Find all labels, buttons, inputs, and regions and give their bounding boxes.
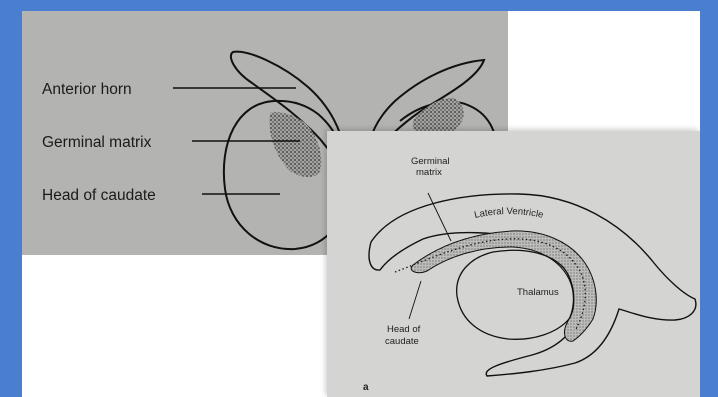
- panel-tag: a: [363, 382, 369, 393]
- head-caudate-leader: [409, 281, 421, 319]
- germinal-matrix-band: [411, 231, 596, 341]
- label-germinal-matrix: Germinal matrix: [42, 134, 152, 151]
- lateral-view-drawing: Germinal matrix Lateral Ventricle Thalam…: [327, 131, 700, 397]
- label-lateral-ventricle: Lateral Ventricle: [473, 206, 544, 221]
- label-caudate: caudate: [385, 336, 419, 347]
- figure-frame: Anterior horn Germinal matrix Head of ca…: [22, 11, 700, 397]
- label-thalamus: Thalamus: [517, 287, 559, 298]
- label-head-of-caudate: Head of caudate: [42, 187, 156, 204]
- label-germinal: Germinal: [411, 156, 450, 167]
- label-head-of: Head of: [387, 324, 421, 335]
- lateral-view-panel: Germinal matrix Lateral Ventricle Thalam…: [327, 131, 700, 397]
- label-matrix: matrix: [416, 167, 442, 178]
- label-anterior-horn: Anterior horn: [42, 81, 132, 98]
- lateral-ventricle-outline: [369, 194, 696, 376]
- left-germinal-matrix: [269, 112, 321, 177]
